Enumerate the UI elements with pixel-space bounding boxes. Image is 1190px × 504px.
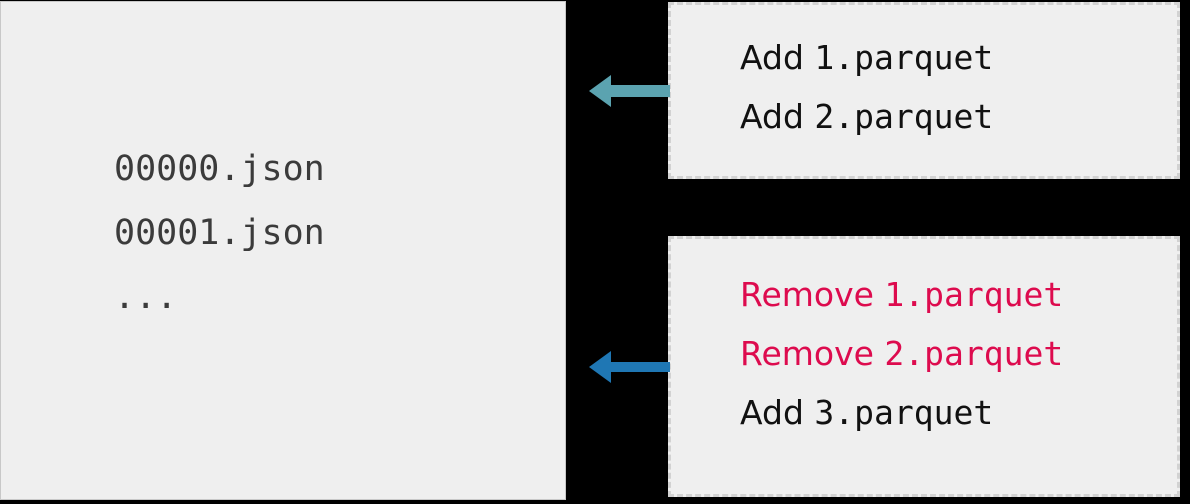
commit-box-0: Add 1.parquet Add 2.parquet xyxy=(668,2,1180,179)
left-arrow-icon xyxy=(589,351,670,383)
log-file-item-0: 00000.json xyxy=(114,149,325,189)
log-file-item-1: 00001.json xyxy=(114,213,325,253)
commit-box-0-line-0: Add 1.parquet xyxy=(740,41,993,74)
action-verb: Remove xyxy=(740,334,874,373)
action-space xyxy=(804,393,815,432)
action-filename: 1.parquet xyxy=(814,38,994,77)
left-arrow-icon xyxy=(589,75,670,107)
action-filename: 2.parquet xyxy=(884,334,1064,373)
commit-box-1-line-2: Add 3.parquet xyxy=(740,396,1063,429)
action-space xyxy=(804,97,815,136)
action-verb: Add xyxy=(740,97,804,136)
action-verb: Add xyxy=(740,38,804,77)
action-space xyxy=(804,38,815,77)
delta-log-panel: 00000.json 00001.json ... xyxy=(0,1,566,500)
action-verb: Remove xyxy=(740,275,874,314)
commit-box-1-line-0: Remove 1.parquet xyxy=(740,278,1063,311)
log-file-item-ellipsis: ... xyxy=(114,277,178,317)
action-filename: 3.parquet xyxy=(814,393,994,432)
log-file-list: 00000.json 00001.json ... xyxy=(114,152,544,315)
arrow-commit-1-to-log xyxy=(585,347,670,387)
commit-box-1: Remove 1.parquet Remove 2.parquet Add 3.… xyxy=(668,236,1180,497)
action-space xyxy=(874,334,885,373)
action-space xyxy=(874,275,885,314)
commit-box-1-line-1: Remove 2.parquet xyxy=(740,337,1063,370)
action-verb: Add xyxy=(740,393,804,432)
action-filename: 2.parquet xyxy=(814,97,994,136)
arrow-commit-0-to-log xyxy=(585,71,670,111)
commit-box-0-lines: Add 1.parquet Add 2.parquet xyxy=(740,41,993,133)
commit-box-0-line-1: Add 2.parquet xyxy=(740,100,993,133)
commit-box-1-lines: Remove 1.parquet Remove 2.parquet Add 3.… xyxy=(740,278,1063,429)
action-filename: 1.parquet xyxy=(884,275,1064,314)
